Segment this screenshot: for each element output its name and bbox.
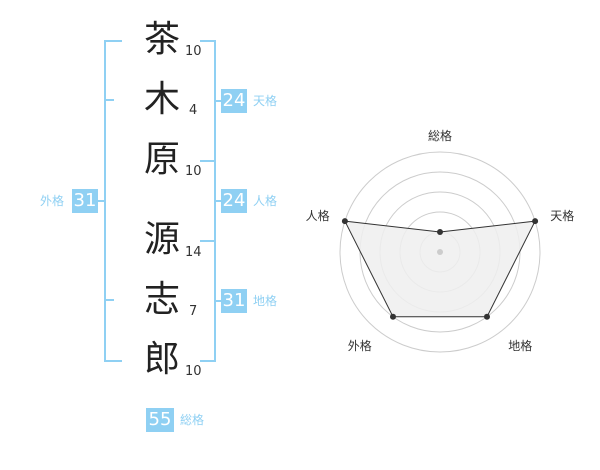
radar-series-area (344, 220, 536, 318)
name-char-5: 志 (143, 279, 180, 320)
radar-point-2 (532, 218, 539, 225)
gaikaku-bracket-tick (104, 299, 114, 301)
radar-point-4 (390, 313, 396, 320)
stroke-count-6: 10 (185, 364, 202, 379)
stroke-count-1: 10 (185, 44, 202, 59)
jinkaku-connector (214, 200, 222, 202)
radar-point-5 (341, 218, 348, 225)
radar-grid-ring (339, 151, 541, 353)
radar-axis-label-4: 外格 (348, 338, 372, 353)
tenkaku-label: 天格 (253, 94, 278, 108)
stroke-count-5: 7 (189, 304, 198, 319)
radar-axis-label-5: 人格 (306, 208, 330, 223)
name-char-2: 木 (143, 79, 180, 120)
name-char-3: 原 (143, 139, 180, 180)
gaikaku-bracket (104, 40, 122, 362)
name-char-6: 郎 (143, 339, 180, 380)
name-char-1: 茶 (143, 19, 180, 60)
radar-point-1 (437, 229, 443, 235)
chikaku-connector (214, 300, 222, 302)
stroke-count-3: 10 (185, 164, 202, 179)
tenkaku-value-badge: 24 (221, 89, 247, 113)
gaikaku-connector (97, 200, 105, 202)
stroke-count-2: 4 (189, 103, 198, 118)
jinkaku-value-badge: 24 (221, 189, 247, 213)
radar-axis-label-2: 天格 (550, 208, 574, 223)
gaikaku-label: 外格 (40, 194, 65, 208)
stroke-count-4: 14 (185, 245, 202, 260)
radar-center-dot (437, 249, 443, 255)
name-char-4: 源 (143, 219, 180, 260)
chikaku-label: 地格 (253, 294, 278, 308)
radar-axis-label-1: 総格 (428, 128, 452, 143)
radar-axis-label-3: 地格 (508, 338, 532, 353)
gaikaku-value-badge: 31 (72, 189, 98, 213)
jinkaku-label: 人格 (253, 194, 278, 208)
soukaku-label: 総格 (180, 413, 205, 427)
radar-point-3 (484, 313, 490, 320)
gaikaku-bracket-tick (104, 99, 114, 101)
tenkaku-connector (214, 100, 222, 102)
chikaku-value-badge: 31 (221, 289, 247, 313)
soukaku-value-badge: 55 (146, 408, 174, 432)
